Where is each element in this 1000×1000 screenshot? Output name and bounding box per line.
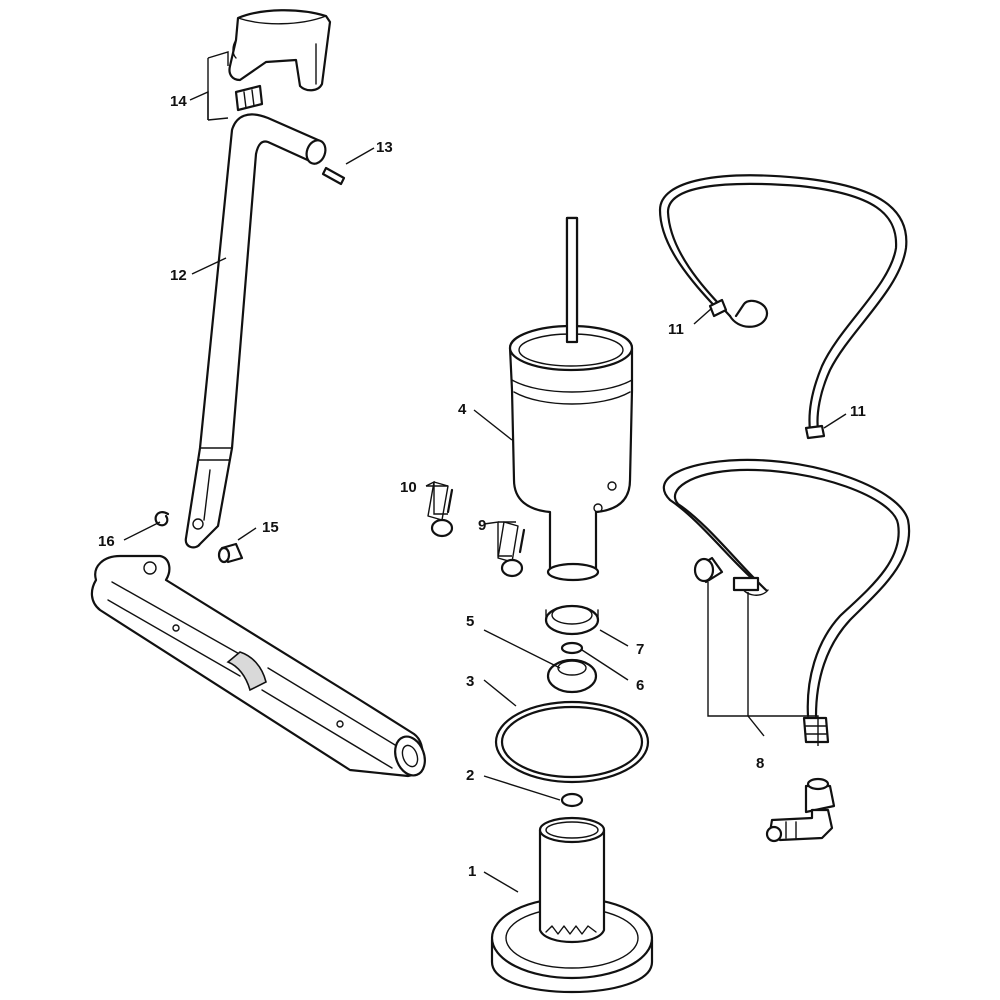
callout-11-upper: 11 [668, 321, 684, 338]
part-14-clip [234, 84, 264, 112]
part-3-o-ring [494, 700, 650, 784]
callout-7: 7 [636, 641, 644, 658]
nozzle-fitting [765, 777, 836, 843]
callout-10: 10 [400, 479, 417, 496]
callout-4: 4 [458, 401, 467, 418]
callout-5: 5 [466, 613, 474, 630]
part-13-pin [321, 166, 346, 186]
part-1-base [490, 816, 654, 994]
part-7-ring-nut [544, 604, 600, 636]
part-9-connector [497, 521, 526, 578]
callout-labels: 1 2 3 4 5 6 7 8 9 10 11 11 12 13 14 15 1… [98, 93, 866, 880]
callout-2: 2 [466, 767, 474, 784]
axle-shaft [90, 554, 426, 778]
callout-9: 9 [478, 517, 486, 534]
part-8-corrugated-hose [662, 458, 911, 744]
part-11-hose-loop [658, 174, 908, 440]
part-14-cap [228, 9, 332, 92]
callout-15: 15 [262, 519, 279, 536]
callout-3: 3 [466, 673, 474, 690]
callout-13: 13 [376, 139, 393, 156]
part-15-bushing [217, 542, 244, 564]
callout-8: 8 [756, 755, 764, 772]
callout-16: 16 [98, 533, 115, 550]
part-10-connector [427, 481, 454, 538]
part-6-disc [560, 641, 584, 655]
part-4-tank [508, 216, 634, 582]
callout-12: 12 [170, 267, 187, 284]
callout-14: 14 [170, 93, 187, 110]
callout-6: 6 [636, 677, 644, 694]
part-16-clip [154, 511, 170, 527]
part-2-disc [560, 792, 584, 808]
callout-1: 1 [468, 863, 476, 880]
leader-lines [123, 51, 847, 893]
part-12-handle-rod [184, 113, 327, 549]
callout-11-lower: 11 [850, 403, 866, 420]
part-5-valve-seat [546, 658, 598, 694]
